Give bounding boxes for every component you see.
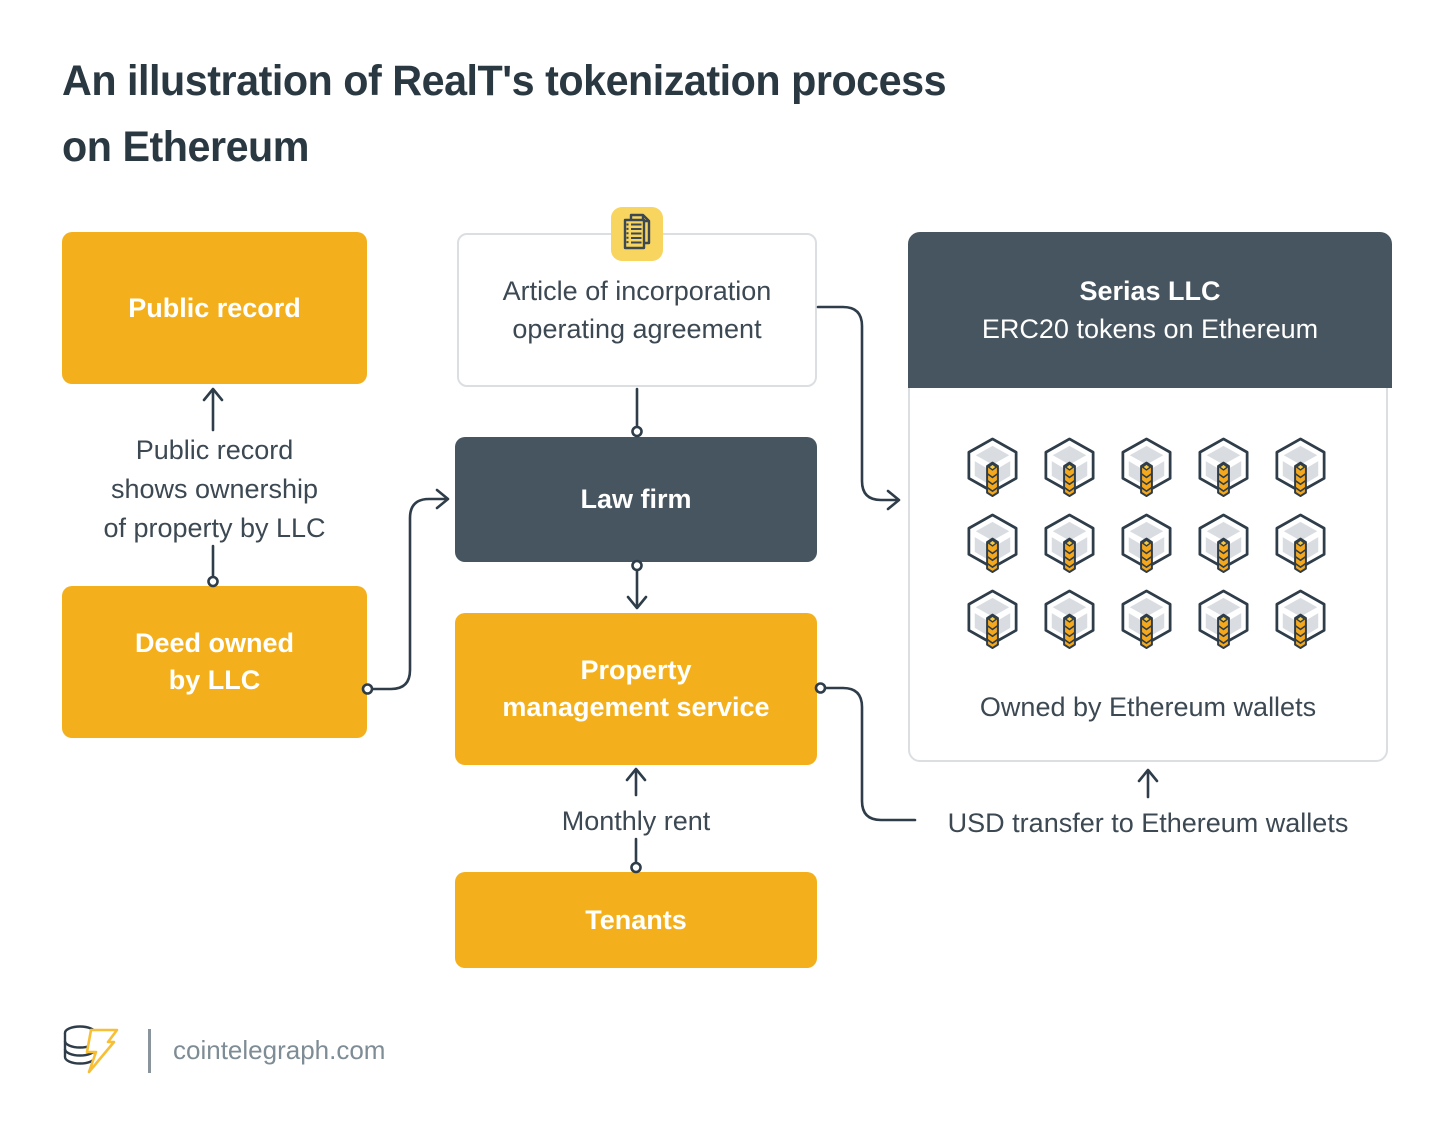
token-cube-icon [1121,513,1172,574]
token-cube-icon [1275,589,1326,650]
connector-ownership-to-public-record [202,387,224,432]
node-public-record-label: Public record [128,292,301,323]
connector-deed-to-law-firm [361,488,450,695]
footer-site-text: cointelegraph.com [173,1035,386,1065]
footer: cointelegraph.com [58,1020,385,1081]
cointelegraph-logo [58,1020,120,1081]
node-tenants-label: Tenants [585,904,687,935]
page-title: An illustration of RealT's tokenization … [62,57,947,171]
token-cube-icon [1275,513,1326,574]
token-cube-icon [1044,589,1095,650]
node-property-management-service: Property management service [455,613,817,765]
connector-usd-transfer-to-serias [1137,768,1159,799]
node-tenants: Tenants [455,872,817,968]
token-cube-icon [1044,437,1095,498]
node-article-label: Article of incorporation operating agree… [502,276,772,344]
token-cube-icon [967,513,1018,574]
node-law-firm: Law firm [455,437,817,562]
token-cube-icon [967,589,1018,650]
token-cube-icon [1044,513,1095,574]
documents-icon [611,205,663,268]
node-law-firm-label: Law firm [580,484,692,514]
connector-pms-to-usd-transfer [814,682,917,822]
token-cube-icon [1275,437,1326,498]
connector-article-to-law-firm [631,387,643,438]
node-serias-llc: Serias LLC ERC20 tokens on Ethereum [908,232,1392,762]
annotation-ownership: Public record shows ownership of propert… [103,435,326,543]
footer-divider [148,1028,151,1073]
token-cube-icon [1198,513,1249,574]
serias-title: Serias LLC [1079,276,1221,306]
annotation-monthly-rent: Monthly rent [561,806,711,836]
token-cube-icon [1121,589,1172,650]
token-cube-icon [967,437,1018,498]
token-cube-icon [1198,589,1249,650]
token-cube-icon [1121,437,1172,498]
node-deed-label: Deed owned by LLC [134,628,295,695]
node-public-record: Public record [62,232,367,384]
annotation-usd-transfer: USD transfer to Ethereum wallets [947,808,1349,838]
token-grid [965,437,1328,652]
connector-monthly-rent-to-pms [625,767,647,797]
node-deed-owned-by-llc: Deed owned by LLC [62,586,367,738]
node-pms-label: Property management service [502,655,770,722]
connector-article-to-serias [816,305,901,511]
serias-caption: Owned by Ethereum wallets [979,692,1317,722]
connector-ownership-to-deed [207,544,219,588]
connector-monthly-rent-to-tenants [630,837,642,874]
serias-subtitle: ERC20 tokens on Ethereum [981,314,1319,344]
connector-law-firm-to-pms [626,559,648,610]
token-cube-icon [1198,437,1249,498]
serias-header: Serias LLC ERC20 tokens on Ethereum [908,232,1392,388]
node-article-of-incorporation: Article of incorporation operating agree… [457,207,817,387]
